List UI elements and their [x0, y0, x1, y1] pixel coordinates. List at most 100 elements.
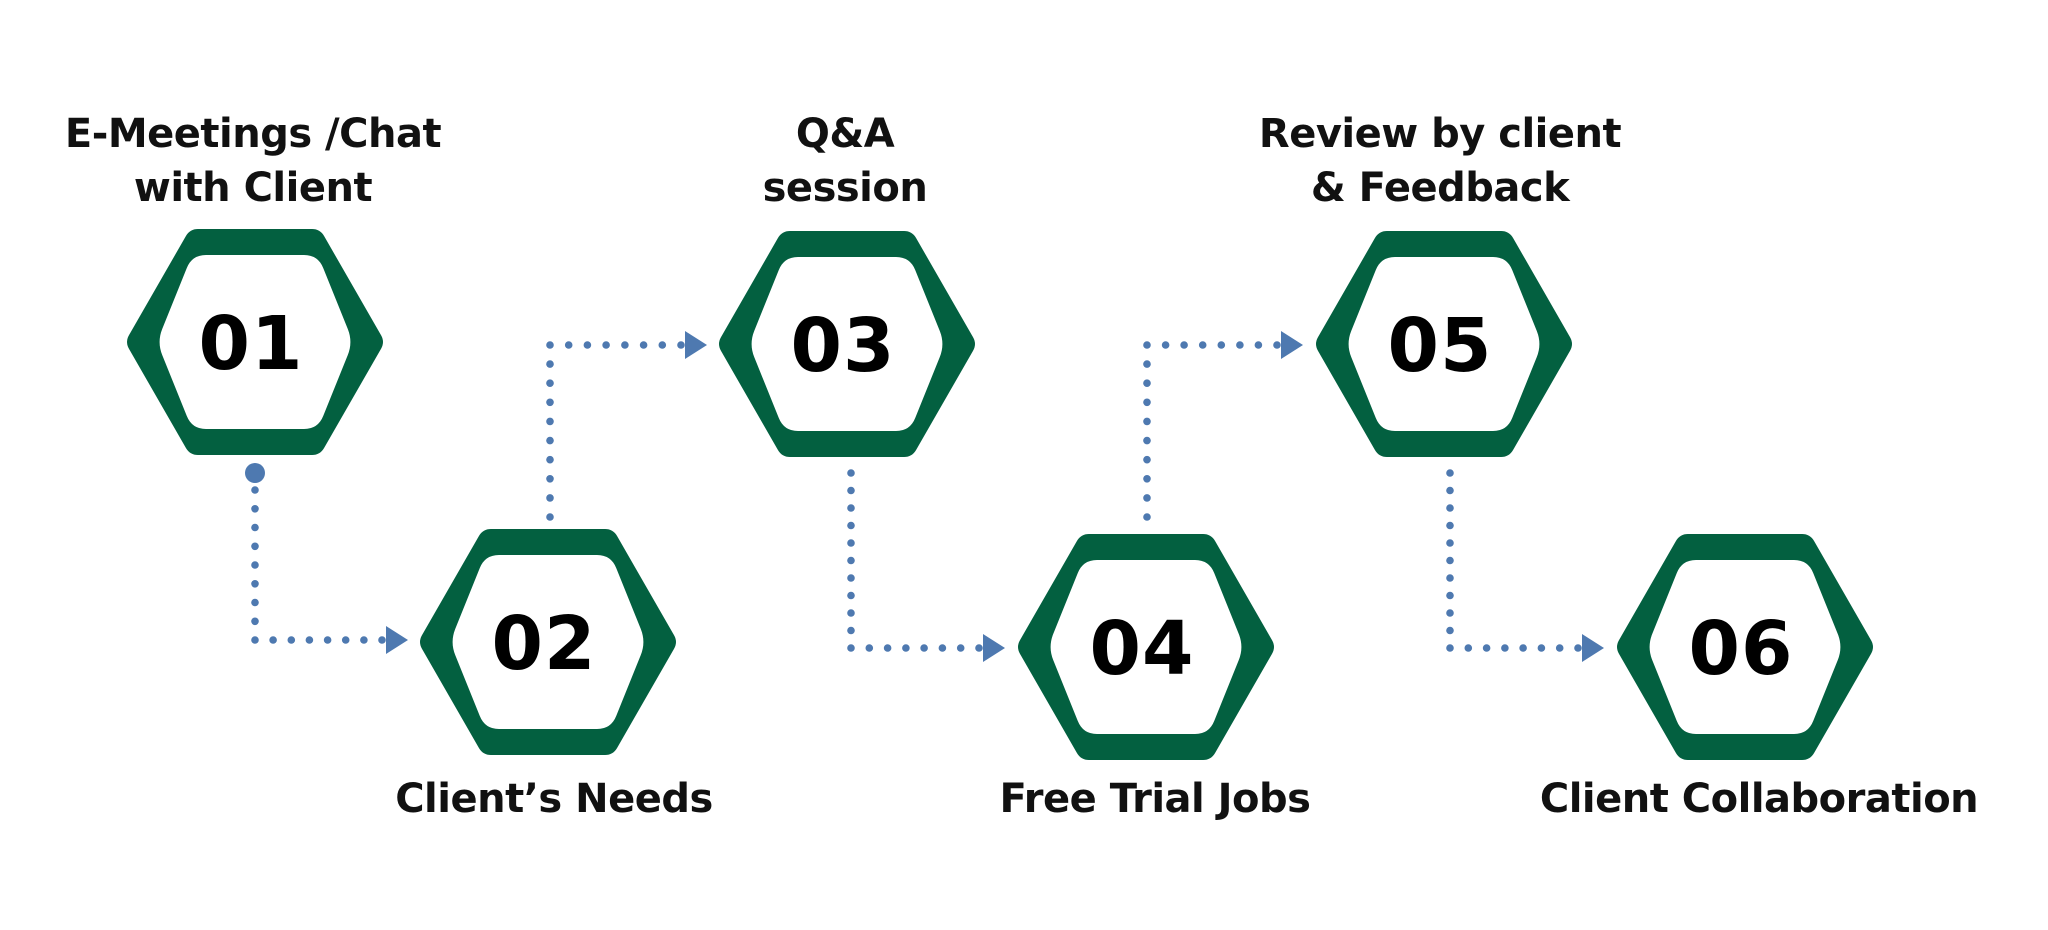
connector-dot	[1143, 494, 1151, 502]
connector-dot	[1143, 398, 1151, 407]
connector-02-to-03	[546, 331, 707, 521]
connector-dot	[1501, 644, 1509, 652]
connector-dot	[956, 644, 965, 652]
connector-dot	[1446, 591, 1454, 600]
connector-dot	[1482, 644, 1491, 652]
connector-dot	[847, 486, 855, 495]
connector-dot	[1143, 475, 1151, 483]
connector-dot	[1574, 644, 1582, 652]
connector-dot	[1198, 341, 1207, 349]
connector-dot	[546, 436, 554, 445]
connector-dot	[1161, 341, 1170, 349]
step-label-line: Review by client	[1259, 111, 1622, 157]
connector-dot	[251, 523, 259, 532]
step-number: 03	[791, 303, 896, 389]
step-label-line: Client Collaboration	[1540, 776, 1978, 822]
step-number: 05	[1388, 303, 1493, 389]
connector-dot	[251, 598, 259, 607]
hexagon-inner	[1050, 560, 1242, 734]
connector-dot	[251, 505, 259, 513]
connector-dot	[251, 486, 259, 494]
connector-dot	[251, 580, 259, 588]
connector-dot	[847, 591, 855, 600]
connector-dot	[639, 341, 648, 349]
step-label-line: Free Trial Jobs	[1000, 776, 1311, 822]
step-number: 01	[199, 301, 304, 387]
step-number: 02	[492, 601, 597, 687]
connector-dot	[583, 341, 592, 349]
connector-dot	[251, 542, 259, 551]
step-label-line: Client’s Needs	[395, 776, 713, 822]
connector-dot	[847, 469, 855, 477]
connector-dot	[251, 561, 259, 569]
step-label-line: session	[763, 165, 928, 211]
step-03: 03 Q&A session	[719, 111, 975, 457]
connector-dot	[546, 398, 554, 407]
connector-dot	[1446, 556, 1454, 565]
hexagon-inner	[452, 555, 644, 729]
arrow-head-icon	[685, 331, 707, 359]
connector-dot	[621, 341, 629, 349]
connector-dot	[546, 455, 554, 464]
connector-dot	[658, 341, 667, 349]
connector-dot	[546, 475, 554, 483]
connector-dot	[677, 341, 685, 349]
connector-start-dot	[245, 463, 265, 483]
connector-01-to-02	[245, 463, 408, 654]
connector-dot	[1143, 417, 1151, 426]
connector-dot	[546, 379, 554, 388]
connector-dot	[1555, 644, 1564, 652]
connector-dot	[251, 617, 259, 626]
step-label-line: & Feedback	[1311, 165, 1571, 211]
connector-dot	[1143, 379, 1151, 388]
connector-dot	[1254, 341, 1263, 349]
connector-dot	[847, 626, 855, 635]
connector-dot	[341, 636, 350, 644]
arrow-head-icon	[386, 626, 408, 654]
connector-03-to-04	[847, 469, 1005, 662]
connector-dot	[847, 539, 855, 547]
connector-dot	[546, 341, 554, 349]
arrow-head-icon	[983, 634, 1005, 662]
connector-dot	[323, 636, 332, 644]
connector-dot	[1143, 455, 1151, 464]
connector-dot	[269, 636, 277, 644]
connector-dot	[378, 636, 386, 644]
connector-dot	[847, 521, 855, 530]
hexagon-inner	[159, 255, 351, 429]
connector-dot	[602, 341, 610, 349]
connector-dot	[1143, 436, 1151, 445]
connector-dot	[1236, 341, 1244, 349]
connector-dot	[564, 341, 573, 349]
connector-dot	[1446, 626, 1454, 635]
connector-dot	[902, 644, 910, 652]
connector-dot	[1180, 341, 1188, 349]
connector-dot	[1446, 539, 1454, 547]
connector-dot	[1446, 469, 1454, 477]
step-05: 05 Review by client & Feedback	[1259, 111, 1622, 457]
connectors-layer	[245, 331, 1604, 662]
connector-dot	[1537, 644, 1546, 652]
connector-dot	[1217, 341, 1226, 349]
connector-dot	[920, 644, 928, 652]
connector-dot	[1464, 644, 1473, 652]
connector-dot	[546, 513, 554, 521]
connector-dot	[865, 644, 874, 652]
connector-dot	[1446, 609, 1454, 617]
connector-04-to-05	[1143, 331, 1303, 521]
connector-dot	[546, 494, 554, 502]
connector-dot	[546, 360, 554, 368]
arrow-head-icon	[1582, 634, 1604, 662]
step-label-line: Q&A	[796, 111, 895, 157]
step-label-line: with Client	[134, 165, 373, 211]
connector-dot	[1446, 521, 1454, 530]
connector-dot	[546, 417, 554, 426]
hexagon-inner	[1649, 560, 1841, 734]
step-number: 06	[1689, 606, 1794, 692]
connector-dot	[847, 609, 855, 617]
connector-dot	[360, 636, 368, 644]
